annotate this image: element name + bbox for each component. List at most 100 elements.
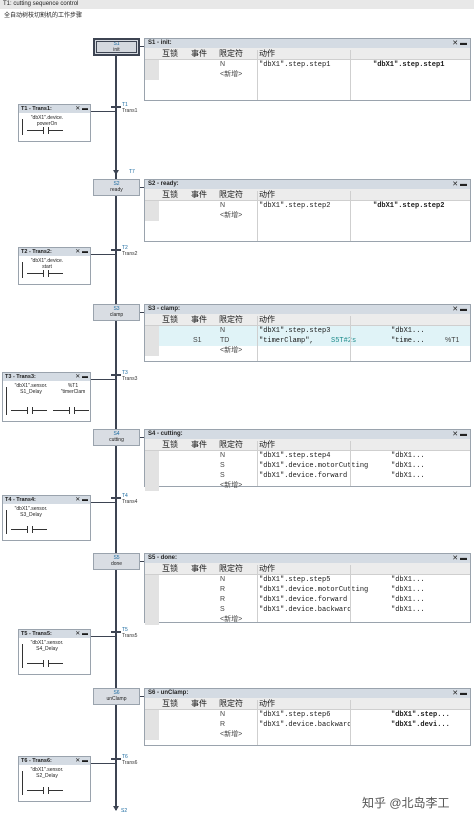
row-action[interactable]: "timerClamp", bbox=[259, 337, 314, 345]
row-action[interactable]: "dbX1".device.motorCutting bbox=[259, 586, 369, 594]
action-table-body: N"dbX1".step.step1"dbX1".step.step1<新增> bbox=[145, 60, 470, 80]
column-header-interlock: 互锁 bbox=[162, 699, 178, 708]
column-header-event: 事件 bbox=[191, 699, 207, 708]
panel-controls-icon[interactable]: ✕ ▬ bbox=[75, 106, 88, 112]
action-table-body: N"dbX1".step.step4"dbX1...S"dbX1".device… bbox=[145, 451, 470, 491]
contact-plate-right bbox=[48, 660, 49, 667]
transition-number: T6 bbox=[122, 754, 128, 760]
step-number: S5 bbox=[113, 555, 120, 561]
sequence-comment: 全自动树枝切割机的工作步骤 bbox=[4, 13, 83, 19]
no-contact-symbol[interactable] bbox=[27, 660, 63, 667]
panel-controls-icon[interactable]: ✕ ▬ bbox=[75, 631, 88, 637]
no-contact-symbol[interactable] bbox=[27, 270, 63, 277]
column-divider bbox=[350, 191, 351, 241]
action-row[interactable]: <新增> bbox=[145, 615, 470, 625]
row-action[interactable]: "dbX1".step.step2 bbox=[259, 202, 331, 210]
row-action[interactable]: "dbX1".step.step1 bbox=[259, 61, 331, 69]
row-tag-value: "dbX1... bbox=[391, 586, 425, 594]
panel-controls-icon[interactable]: ✕ ▬ bbox=[452, 40, 467, 47]
row-gutter bbox=[145, 595, 159, 605]
panel-controls-icon[interactable]: ✕ ▬ bbox=[75, 374, 88, 380]
panel-controls-icon[interactable]: ✕ ▬ bbox=[452, 690, 467, 697]
action-row[interactable]: R"dbX1".device.forward"dbX1... bbox=[145, 595, 470, 605]
step-action-title: S2 - ready:✕ ▬ bbox=[145, 180, 470, 189]
panel-controls-icon[interactable]: ✕ ▬ bbox=[75, 249, 88, 255]
jump-arrow bbox=[113, 806, 119, 811]
action-row[interactable]: <新增> bbox=[145, 730, 470, 740]
transition-bar[interactable] bbox=[111, 249, 121, 251]
no-contact-symbol[interactable] bbox=[53, 407, 89, 414]
transition-name: Trans3 bbox=[122, 376, 138, 382]
action-row[interactable]: <新增> bbox=[145, 211, 470, 221]
contact-wire bbox=[27, 663, 63, 664]
row-qualifier: TD bbox=[220, 337, 230, 344]
step-connector bbox=[140, 187, 144, 188]
action-row[interactable]: N"dbX1".step.step5"dbX1... bbox=[145, 575, 470, 585]
row-action[interactable]: "dbX1".step.step5 bbox=[259, 576, 331, 584]
row-action[interactable]: "dbX1".step.step4 bbox=[259, 452, 331, 460]
transition-bar[interactable] bbox=[111, 374, 121, 376]
panel-controls-icon[interactable]: ✕ ▬ bbox=[452, 431, 467, 438]
contact-operand: "dbX1".device. start bbox=[30, 258, 64, 270]
transition-bar[interactable] bbox=[111, 106, 121, 108]
row-action[interactable]: "dbX1".device.motorCutting bbox=[259, 462, 369, 470]
action-row[interactable]: <新增> bbox=[145, 481, 470, 491]
action-table-body: N"dbX1".step.step5"dbX1... R"dbX1".device… bbox=[145, 575, 470, 625]
step-connector bbox=[140, 696, 144, 697]
contact-plate-left bbox=[27, 526, 28, 533]
no-contact-symbol[interactable] bbox=[11, 407, 47, 414]
action-row[interactable]: S"dbX1".device.backward"dbX1... bbox=[145, 605, 470, 615]
action-row[interactable]: N"dbX1".step.step1"dbX1".step.step1 bbox=[145, 60, 470, 70]
panel-controls-icon[interactable]: ✕ ▬ bbox=[75, 497, 88, 503]
row-qualifier: S bbox=[220, 472, 225, 479]
action-table-header: 互锁事件限定符动作 bbox=[145, 563, 470, 575]
panel-controls-icon[interactable]: ✕ ▬ bbox=[452, 555, 467, 562]
panel-controls-icon[interactable]: ✕ ▬ bbox=[452, 181, 467, 188]
action-row[interactable]: S"dbX1".device.forward"dbX1... bbox=[145, 471, 470, 481]
row-action[interactable]: "dbX1".step.step6 bbox=[259, 711, 331, 719]
row-action[interactable]: "dbX1".device.backward bbox=[259, 606, 352, 614]
action-row[interactable]: N"dbX1".step.step6"dbX1".step... bbox=[145, 710, 470, 720]
no-contact-symbol[interactable] bbox=[27, 787, 63, 794]
transition-bar[interactable] bbox=[111, 758, 121, 760]
no-contact-symbol[interactable] bbox=[27, 127, 63, 134]
row-qualifier: N bbox=[220, 61, 226, 68]
row-tag-value: "time... bbox=[391, 337, 425, 345]
transition-bar[interactable] bbox=[111, 631, 121, 633]
step-connector bbox=[140, 312, 144, 313]
row-action[interactable]: "dbX1".device.backward bbox=[259, 721, 352, 729]
transition-connector bbox=[91, 763, 115, 764]
action-row[interactable]: N"dbX1".step.step4"dbX1... bbox=[145, 451, 470, 461]
column-divider bbox=[257, 565, 258, 622]
action-row[interactable]: R"dbX1".device.motorCutting"dbX1... bbox=[145, 585, 470, 595]
action-row[interactable]: <新增> bbox=[145, 346, 470, 356]
row-gutter bbox=[145, 481, 159, 491]
step-number: S2 bbox=[113, 181, 120, 187]
row-action[interactable]: "dbX1".step.step3 bbox=[259, 327, 331, 335]
action-row[interactable]: N"dbX1".step.step2"dbX1".step.step2 bbox=[145, 201, 470, 211]
transition-connector bbox=[91, 379, 115, 380]
action-row[interactable]: R"dbX1".device.backward"dbX1".devi... bbox=[145, 720, 470, 730]
power-rail bbox=[6, 387, 7, 415]
panel-controls-icon[interactable]: ✕ ▬ bbox=[452, 306, 467, 313]
row-qualifier: <新增> bbox=[220, 71, 243, 78]
row-action[interactable]: "dbX1".device.forward bbox=[259, 472, 348, 480]
no-contact-symbol[interactable] bbox=[11, 526, 47, 533]
transition-condition-Trans4: T4 - Trans4:✕ ▬"dbX1".sensor. S3_Delay bbox=[2, 495, 91, 541]
step-name: unClamp bbox=[106, 696, 127, 702]
transition-number: T4 bbox=[122, 493, 128, 499]
panel-controls-icon[interactable]: ✕ ▬ bbox=[75, 758, 88, 764]
action-row[interactable]: S"dbX1".device.motorCutting"dbX1... bbox=[145, 461, 470, 471]
action-row[interactable]: N"dbX1".step.step3"dbX1... bbox=[145, 326, 470, 336]
row-action[interactable]: "dbX1".device.forward bbox=[259, 596, 348, 604]
contact-plate-right bbox=[48, 127, 49, 134]
transition-bar[interactable] bbox=[111, 497, 121, 499]
action-row[interactable]: <新增> bbox=[145, 70, 470, 80]
